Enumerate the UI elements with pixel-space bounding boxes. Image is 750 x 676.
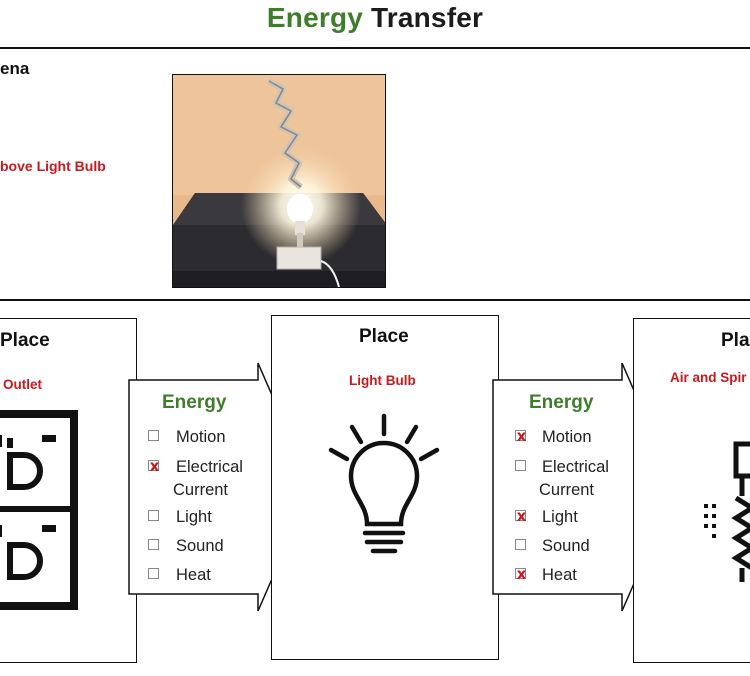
place-label-2: Place [359, 326, 409, 348]
place-label-1: Place [0, 330, 50, 352]
spiral-above-light-bulb-photo [172, 74, 386, 288]
place-answer-2: Light Bulb [349, 373, 416, 388]
phenomena-answer: bove Light Bulb [0, 158, 106, 174]
top-divider [0, 47, 750, 49]
checkbox-light-1[interactable] [148, 510, 159, 521]
option-motion-1: Motion [176, 426, 226, 449]
check-x-mark: x [516, 564, 527, 584]
option-motion-2: Motion [542, 426, 592, 449]
checkbox-light-2[interactable]: x [515, 510, 526, 521]
phenomena-heading: ena [0, 59, 29, 79]
option-light-1: Light [176, 506, 212, 529]
energy-heading-2: Energy [529, 392, 593, 414]
checkbox-heat-2[interactable]: x [515, 568, 526, 579]
option-electrical-2: Electrical [542, 456, 609, 479]
title-transfer: Transfer [371, 2, 483, 33]
light-bulb-icon [323, 412, 445, 560]
option-light-2: Light [542, 506, 578, 529]
checkbox-sound-1[interactable] [148, 539, 159, 550]
place-answer-3: Air and Spir [670, 370, 747, 385]
option-sound-1: Sound [176, 535, 224, 558]
energy-heading-1: Energy [162, 392, 226, 414]
option-heat-1: Heat [176, 564, 211, 587]
photo-illustration [173, 75, 386, 288]
outlet-icon [0, 410, 80, 610]
option-sound-2: Sound [542, 535, 590, 558]
checkbox-electrical-1[interactable]: x [148, 460, 159, 471]
title-energy: Energy [267, 2, 363, 33]
spring-spiral-icon [696, 436, 750, 586]
checkbox-heat-1[interactable] [148, 568, 159, 579]
option-heat-2: Heat [542, 564, 577, 587]
place-label-3: Pla [721, 330, 750, 352]
page-title: Energy Transfer [0, 2, 750, 34]
option-current-2: Current [539, 479, 594, 502]
middle-divider [0, 299, 750, 301]
checkbox-motion-1[interactable] [148, 430, 159, 441]
checkbox-sound-2[interactable] [515, 539, 526, 550]
checkbox-motion-2[interactable]: x [515, 430, 526, 441]
option-electrical-1: Electrical [176, 456, 243, 479]
checkbox-electrical-2[interactable] [515, 460, 526, 471]
option-current-1: Current [173, 479, 228, 502]
check-x-mark: x [516, 426, 527, 446]
check-x-mark: x [516, 506, 527, 526]
check-x-mark: x [149, 456, 160, 476]
place-answer-1: Outlet [3, 377, 42, 392]
